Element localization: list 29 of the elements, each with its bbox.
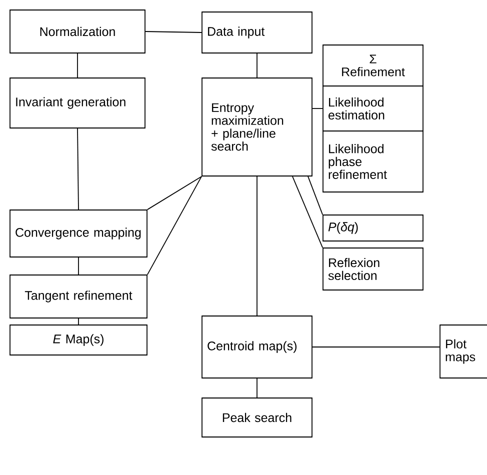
process-box: Centroid map(s) [202, 316, 312, 378]
process-box: Peak search [202, 398, 312, 438]
connector-line [145, 31, 202, 33]
connector-line [312, 108, 323, 109]
connector-line [147, 176, 202, 275]
process-box: Likelihood estimation [322, 86, 424, 132]
connector-line [256, 53, 258, 78]
connector-line [78, 318, 79, 325]
connector-line [256, 176, 258, 316]
process-box: Reflexion selection [322, 248, 424, 290]
connector-line [292, 176, 323, 248]
connector-line [256, 378, 258, 398]
connector-line [147, 176, 202, 210]
connector-line [77, 128, 79, 210]
process-box: Convergence mapping [10, 210, 148, 258]
connector-line [77, 53, 78, 78]
connector-line [312, 346, 440, 348]
connector-line [308, 176, 323, 215]
process-box: Data input [202, 12, 312, 54]
process-box: Plot maps [440, 324, 487, 378]
connector-line [78, 257, 79, 275]
process-box: Tangent refinement [10, 274, 148, 318]
process-box: Invariant generation [10, 78, 146, 128]
process-box: Σ Refinement [322, 44, 424, 86]
process-box: E Map(s) [10, 324, 148, 356]
process-box: Entropy maximization + plane/line search [202, 78, 312, 176]
process-box: Normalization [10, 10, 146, 54]
process-box: P(δq) [322, 214, 424, 242]
process-box: Likelihood phase refinement [322, 130, 424, 192]
